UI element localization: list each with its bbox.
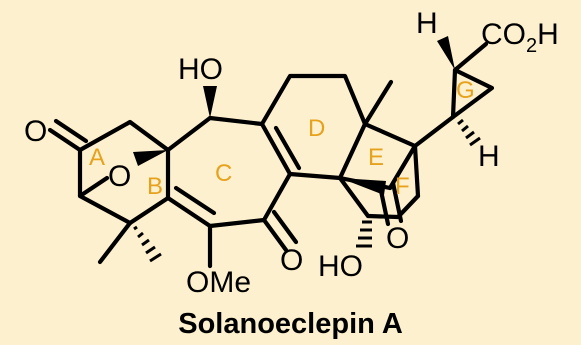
bond	[287, 121, 368, 181]
bond	[261, 171, 293, 223]
bond-network	[47, 41, 495, 269]
bond	[273, 125, 302, 171]
bond	[261, 217, 289, 253]
ketone-oxygen-label: O	[280, 244, 303, 277]
bond	[259, 73, 368, 127]
wedge-bond	[437, 36, 455, 70]
bond	[412, 143, 421, 199]
bond	[77, 119, 171, 153]
ketone-oxygen-label: O	[386, 222, 409, 255]
bond	[53, 118, 89, 144]
ring-labels: A B C D E F G	[89, 77, 475, 200]
bond	[390, 180, 404, 224]
bond	[207, 217, 267, 229]
wedge-bond	[203, 86, 217, 118]
bond	[337, 175, 371, 219]
ring-label-a: A	[89, 144, 105, 171]
wedge-bond	[133, 150, 168, 166]
compound-name: Solanoeclepin A	[178, 308, 403, 340]
bond	[97, 220, 133, 265]
atom-labels: HO O O OMe O HO O H CO2H H	[24, 7, 559, 299]
bond	[452, 41, 489, 73]
solanoeclepin-structure: HO O O OMe O HO O H CO2H H A B C D E F G	[24, 7, 559, 299]
carboxylic-acid-label: CO2H	[481, 18, 559, 57]
bond	[165, 115, 213, 153]
ether-oxygen-label: O	[108, 160, 131, 193]
hydroxyl-label: HO	[318, 250, 363, 283]
bond	[173, 185, 217, 216]
wedge-bond	[340, 178, 386, 195]
ring-label-c: C	[215, 160, 232, 187]
hashed-bond	[356, 220, 372, 248]
hydroxyl-label: HO	[178, 53, 223, 86]
bond	[259, 121, 293, 177]
hashed-bond	[457, 118, 481, 147]
ketone-oxygen-label: O	[24, 115, 47, 148]
bond	[362, 79, 394, 127]
hydrogen-label: H	[416, 7, 438, 40]
ring-label-g: G	[456, 77, 475, 104]
bond	[450, 67, 495, 120]
bond	[165, 195, 213, 229]
stereo-bonds	[133, 36, 481, 263]
bond	[271, 209, 299, 245]
bond	[207, 115, 265, 127]
ring-label-f: F	[395, 173, 410, 200]
bond	[387, 143, 418, 191]
methoxy-label: OMe	[186, 266, 251, 299]
bond	[365, 213, 401, 220]
ring-label-e: E	[368, 144, 384, 171]
ring-label-d: D	[308, 115, 325, 142]
ring-label-b: B	[147, 173, 163, 200]
bond	[127, 195, 171, 226]
bond	[412, 114, 456, 149]
bond	[47, 127, 83, 153]
hashed-bond	[133, 225, 162, 263]
bond	[362, 121, 418, 149]
bond	[77, 175, 110, 199]
hydrogen-label: H	[478, 140, 500, 173]
